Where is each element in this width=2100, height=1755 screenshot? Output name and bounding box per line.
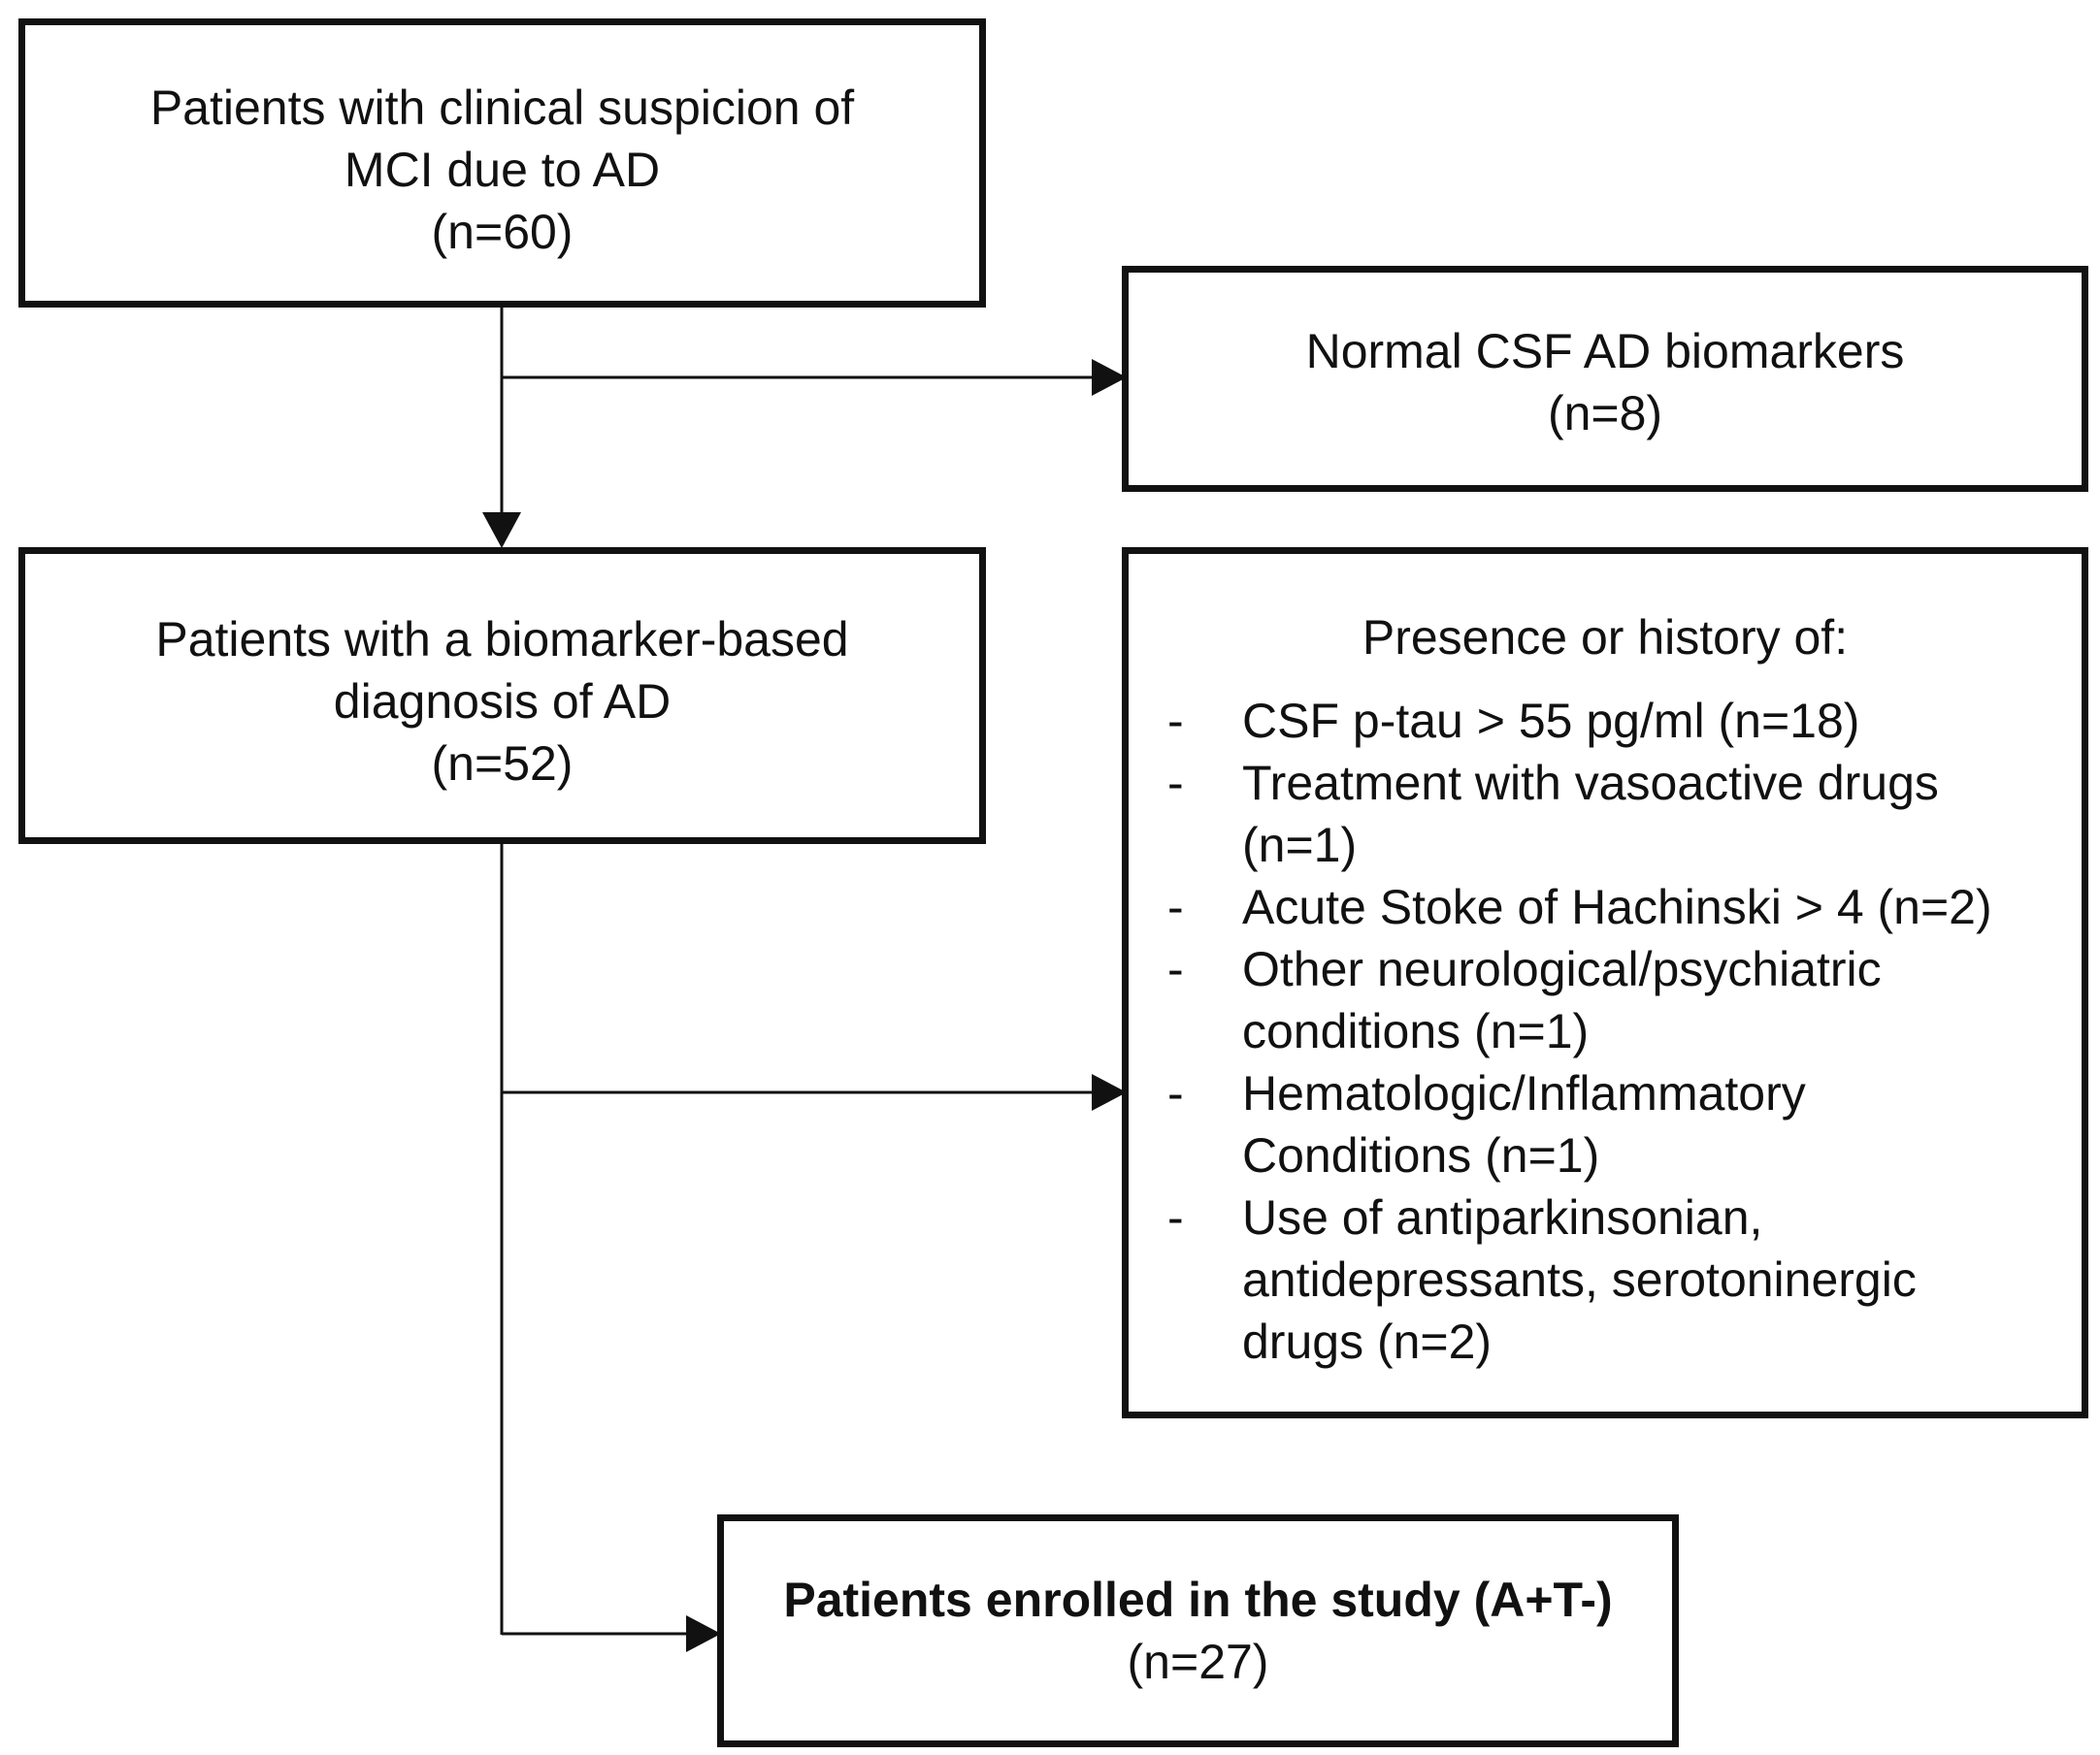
initial-population-line2: MCI due to AD — [344, 143, 661, 197]
normal-biomarkers-text: Normal CSF AD biomarkers (n=8) — [1129, 320, 2082, 444]
exclusion-item-line: antidepressants, serotoninergic — [1242, 1252, 1917, 1307]
initial-population-text: Patients with clinical suspicion of MCI … — [25, 77, 979, 263]
initial-population-count: (n=60) — [431, 205, 574, 259]
exclusion-item-line: (n=1) — [1242, 818, 1358, 872]
exclusion-item-line: drugs (n=2) — [1242, 1315, 1493, 1369]
exclusion-item-line: CSF p-tau > 55 pg/ml (n=18) — [1242, 694, 1860, 748]
arrow-right-to-exclusions-icon — [1092, 1074, 1127, 1111]
arrow-right-to-normal-icon — [1092, 359, 1127, 396]
diagnosed-line2: diagnosis of AD — [333, 674, 672, 729]
diagnosed-text: Patients with a biomarker-based diagnosi… — [25, 608, 979, 795]
exclusion-item-line: Other neurological/psychiatric — [1242, 942, 1882, 996]
exclusion-item-line: Hematologic/Inflammatory — [1242, 1066, 1806, 1121]
exclusion-item: - Treatment with vasoactive drugs (n=1) — [1129, 752, 2082, 876]
normal-biomarkers-box: Normal CSF AD biomarkers (n=8) — [1122, 266, 2088, 492]
exclusion-item-line: Conditions (n=1) — [1242, 1128, 1600, 1183]
diagnosed-line1: Patients with a biomarker-based — [155, 612, 849, 666]
bullet-dash-icon: - — [1167, 880, 1184, 934]
bullet-dash-icon: - — [1167, 694, 1184, 748]
diagnosed-box: Patients with a biomarker-based diagnosi… — [18, 547, 986, 844]
exclusion-item-line: Treatment with vasoactive drugs — [1242, 756, 1939, 810]
bullet-dash-icon: - — [1167, 756, 1184, 810]
exclusions-list: - CSF p-tau > 55 pg/ml (n=18) - Treatment w… — [1129, 690, 2082, 1373]
exclusions-title: Presence or history of: — [1362, 610, 1849, 665]
exclusion-item-line: Acute Stoke of Hachinski > 4 (n=2) — [1242, 880, 1992, 934]
initial-population-line1: Patients with clinical suspicion of — [149, 81, 855, 135]
exclusion-item: - Use of antiparkinsonian, antidepressants… — [1129, 1186, 2082, 1373]
diagnosed-count: (n=52) — [431, 736, 574, 791]
exclusion-item: - CSF p-tau > 55 pg/ml (n=18) — [1129, 690, 2082, 752]
initial-population-box: Patients with clinical suspicion of MCI … — [18, 18, 986, 308]
exclusion-item: - Acute Stoke of Hachinski > 4 (n=2) — [1129, 876, 2082, 938]
exclusion-item-line: Use of antiparkinsonian, — [1242, 1190, 1763, 1245]
bullet-dash-icon: - — [1167, 1190, 1184, 1245]
normal-biomarkers-line1: Normal CSF AD biomarkers — [1305, 324, 1905, 378]
exclusion-item-line: conditions (n=1) — [1242, 1004, 1590, 1058]
normal-biomarkers-count: (n=8) — [1547, 386, 1663, 440]
enrolled-box: Patients enrolled in the study (A+T-) (n… — [717, 1514, 1679, 1747]
arrow-down-to-diagnosed-icon — [482, 512, 521, 548]
enrolled-text: Patients enrolled in the study (A+T-) (n… — [724, 1569, 1672, 1693]
bullet-dash-icon: - — [1167, 942, 1184, 996]
bullet-dash-icon: - — [1167, 1066, 1184, 1121]
exclusions-box: Presence or history of: - CSF p-tau > 55 … — [1122, 547, 2088, 1418]
exclusion-item: - Other neurological/psychiatric condition… — [1129, 938, 2082, 1062]
enrolled-count: (n=27) — [1127, 1635, 1269, 1689]
enrolled-line1: Patients enrolled in the study (A+T-) — [783, 1573, 1613, 1627]
arrow-right-to-enrolled-icon — [686, 1615, 721, 1652]
